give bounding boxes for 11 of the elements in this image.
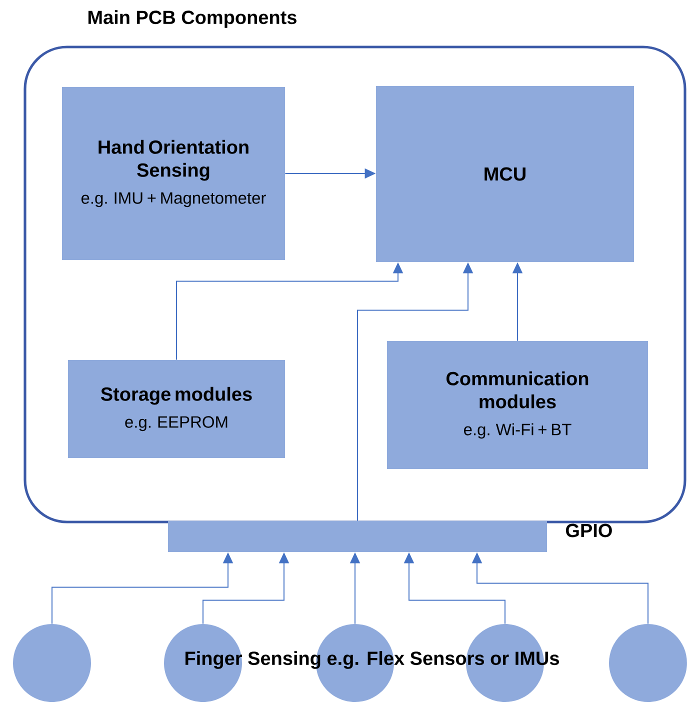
caption-text: Finger Sensing e.g. Flex Sensors or IMUs xyxy=(186,651,559,669)
node-label: GPIO xyxy=(566,524,612,538)
node-label: Main PCB Components xyxy=(88,10,296,28)
module-box: Hand Orientation Sensing e.g. IMU + Magnetometer xyxy=(62,87,285,260)
sensor-circle xyxy=(609,624,687,702)
module-box: Storage modules e.g. EEPROM xyxy=(68,360,285,458)
module-box: MCU xyxy=(376,86,634,262)
sensor-circle xyxy=(13,624,91,702)
module-box: Communication modules e.g. Wi-Fi + BT xyxy=(387,341,648,469)
gpio-bar: GPIO xyxy=(168,521,612,552)
sensor-circle xyxy=(164,624,242,702)
